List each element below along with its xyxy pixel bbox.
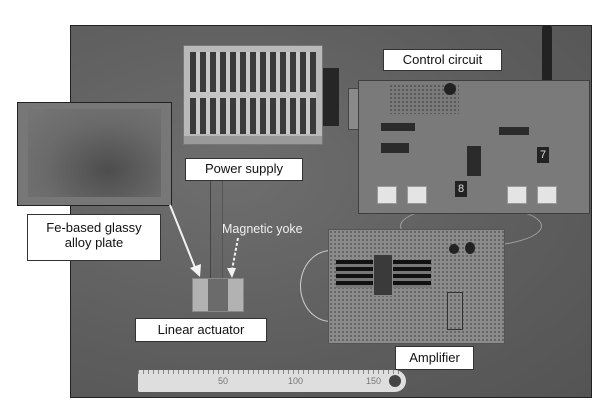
seven-segment-display: 7 [537,147,549,163]
glassy-alloy-plate [28,109,161,197]
buzzer [444,83,456,95]
terminal-block [323,68,339,126]
amplifier-board [328,229,505,344]
power-supply-unit [183,45,323,145]
ruler-tick-label: 100 [288,376,304,386]
wire [222,180,223,278]
actuator-core [208,279,228,311]
solid-arrow-line [169,204,197,271]
power-supply-label-text: Power supply [204,161,284,176]
amplifier-label: Amplifier [395,346,474,370]
dashed-arrow-line [231,237,239,271]
push-button [537,186,557,204]
psu-base [184,136,322,144]
control-circuit-board: 7 8 [358,80,590,214]
glassy-alloy-plate-inset [17,102,172,206]
power-cable [542,25,552,95]
capacitor [465,242,475,254]
push-button [377,186,397,204]
linear-actuator [192,278,244,312]
push-button [407,186,427,204]
control-circuit-label-text: Control circuit [402,52,483,67]
ruler-hole [389,375,401,387]
capacitor [449,244,459,254]
alloy-plate-label: Fe-based glassy alloy plate [27,214,161,261]
ic-chip [467,146,481,176]
alloy-plate-label-line2: alloy plate [64,234,124,250]
control-circuit-label: Control circuit [383,49,502,71]
steel-ruler: 50 100 150 [138,370,406,392]
ic-chip [381,123,415,131]
ruler-tick-label: 150 [366,376,382,386]
linear-actuator-label: Linear actuator [135,318,267,342]
push-button [507,186,527,204]
power-supply-label: Power supply [185,158,303,181]
magnetic-yoke-label: Magnetic yoke [222,222,303,236]
ic-chip [381,143,409,153]
ic-socket [447,292,463,330]
solid-arrow-head [190,264,201,277]
linear-actuator-label-text: Linear actuator [157,322,245,337]
seven-segment-display: 8 [455,181,467,197]
alloy-plate-label-line1: Fe-based glassy [46,220,142,235]
ruler-tick-label: 50 [218,376,229,386]
amplifier-label-text: Amplifier [409,350,460,365]
ic-chip [499,127,529,135]
wire [210,180,211,278]
heatsink [391,260,431,288]
heatsink [336,260,376,288]
dashed-arrow-head [227,268,236,278]
vent-divider [190,92,316,98]
power-transistor [373,254,393,296]
